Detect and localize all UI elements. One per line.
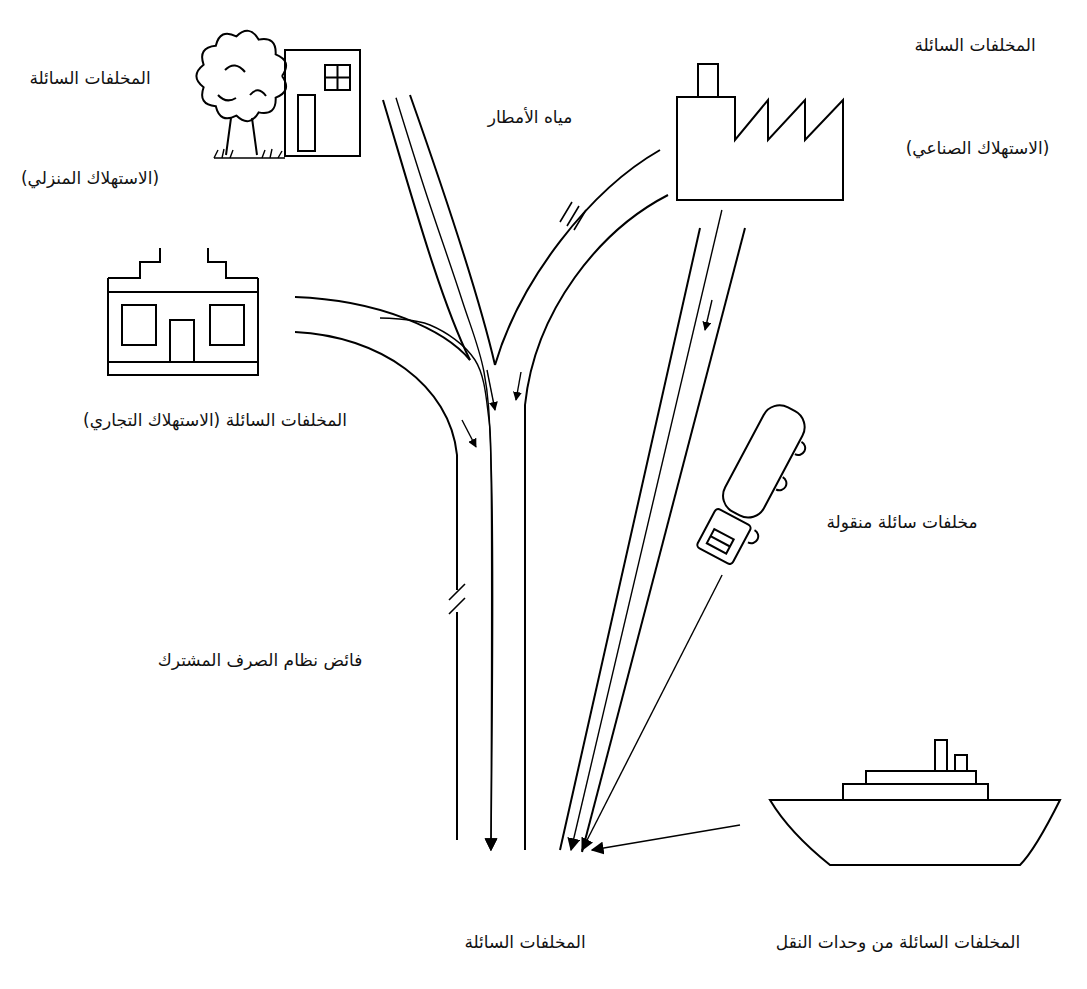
flow-arrows — [462, 300, 712, 447]
flow-connector — [380, 318, 492, 850]
pipe-walls — [295, 95, 745, 852]
pipe-label: فائض نظام الصرف المشترك — [135, 648, 385, 672]
shop-door — [170, 320, 194, 362]
house-pipe-wall — [410, 95, 495, 365]
commercial-building-icon — [108, 248, 258, 375]
parapet — [208, 248, 258, 278]
flow-connector — [582, 575, 722, 850]
node-label: المخلفات السائلة — [875, 33, 1075, 57]
flow-arrows — [516, 372, 521, 400]
node-label: مخلفات سائلة منقولة — [807, 510, 997, 534]
house-icon — [196, 31, 360, 158]
node-label: المخلفات السائلة — [0, 66, 180, 90]
chimney — [698, 64, 718, 97]
truck-cab — [696, 508, 752, 566]
grass — [214, 149, 282, 158]
trunk-pipe-wall — [295, 332, 457, 590]
shop-window — [210, 305, 244, 345]
ship-cabin — [866, 771, 976, 784]
flow-connector — [396, 98, 492, 850]
source-node: المخلفات السائلة (الاستهلاك التجاري) — [50, 240, 380, 440]
factory-icon — [677, 64, 843, 200]
trunk-pipe-wall — [525, 195, 668, 850]
truck-window — [707, 529, 734, 553]
flow-arrows — [705, 300, 712, 330]
node-label: المخلفات السائلة من وحدات النقل — [738, 930, 1058, 954]
window-cross — [325, 65, 350, 90]
ship-funnel — [935, 740, 947, 771]
building-wall — [108, 278, 258, 375]
truck-wheels — [748, 442, 808, 546]
rain-pipe-wall — [495, 150, 660, 365]
node-label: (الاستهلاك المنزلي) — [0, 166, 180, 190]
factory-outline — [677, 97, 843, 200]
ship-funnel — [955, 755, 967, 771]
ship-deck — [843, 784, 988, 800]
source-node: المخلفات السائلة (الاستهلاك المنزلي) — [0, 20, 396, 205]
window-bar — [711, 536, 730, 546]
commercial-pipe-wall — [295, 297, 470, 360]
node-label: المخلفات السائلة (الاستهلاك التجاري) — [50, 408, 380, 432]
ground-line — [214, 157, 285, 158]
node-label: المخلفات السائلة — [430, 930, 620, 954]
building-band — [108, 292, 258, 362]
tree-crown — [196, 31, 286, 121]
house-wall — [285, 50, 360, 156]
source-node: مخلفات سائلة منقولة — [690, 395, 990, 575]
factory-pipe-wall — [582, 228, 745, 852]
source-node: المخلفات السائلة (الاستهلاك الصناعي) — [670, 20, 1085, 210]
truck-tank — [717, 399, 811, 524]
flow-connector — [592, 825, 740, 850]
break-marks — [449, 584, 465, 614]
house-window — [325, 65, 350, 90]
ship-icon — [770, 740, 1060, 865]
pipe-label: مياه الأمطار — [465, 105, 595, 129]
sink-node: المخلفات السائلة — [440, 850, 620, 960]
shop-window — [122, 305, 156, 345]
house-door — [298, 95, 315, 151]
break-marks — [449, 202, 586, 614]
truck-icon — [694, 399, 819, 570]
break-marks — [560, 202, 586, 230]
tree-trunk — [226, 118, 257, 155]
ship-hull — [770, 800, 1060, 865]
flow-connector — [571, 210, 722, 850]
factory-pipe-wall — [560, 228, 700, 850]
flow-arrows — [462, 420, 476, 447]
flow-arrows — [487, 370, 495, 410]
trunk-pipe-wall — [456, 612, 458, 840]
source-node: المخلفات السائلة من وحدات النقل — [740, 735, 1075, 960]
parapet — [108, 248, 160, 278]
node-label: (الاستهلاك الصناعي) — [870, 136, 1085, 160]
